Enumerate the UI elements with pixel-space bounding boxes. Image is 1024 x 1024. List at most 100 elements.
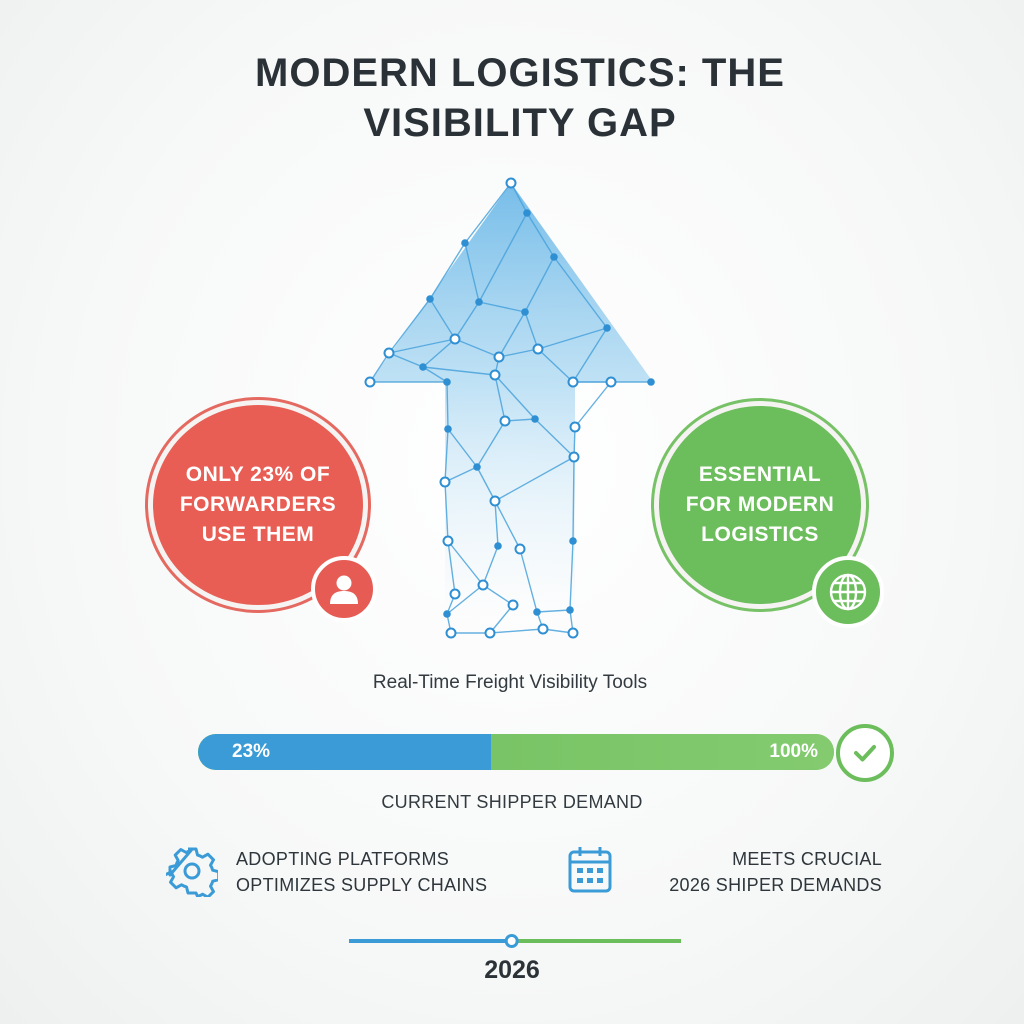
network-link [388, 338, 456, 354]
target-percent-label: 100% [769, 741, 818, 762]
network-link [447, 540, 456, 595]
current-percent-label: 23% [232, 741, 271, 762]
network-node [532, 343, 544, 355]
network-link [422, 366, 448, 383]
network-node [605, 376, 617, 388]
network-node [514, 543, 526, 555]
network-node [647, 378, 655, 386]
network-node [569, 421, 581, 433]
network-node [444, 425, 452, 433]
network-node [499, 415, 511, 427]
network-link [369, 352, 390, 383]
network-node [477, 579, 489, 591]
network-link [388, 298, 431, 354]
network-node [445, 627, 457, 639]
network-link [534, 418, 575, 458]
network-link [478, 212, 528, 303]
network-link [446, 584, 484, 615]
essential-text: ESSENTIAL FOR MODERN LOGISTICS [685, 463, 835, 546]
network-link [482, 545, 499, 586]
adoption-text: ONLY 23% OF FORWARDERS USE THEM [179, 463, 337, 546]
network-node [419, 363, 427, 371]
network-link [422, 338, 456, 368]
network-node [537, 623, 549, 635]
network-link [476, 466, 496, 502]
network-link [537, 327, 608, 350]
network-link [536, 609, 571, 613]
network-link [553, 256, 608, 329]
network-link [429, 242, 466, 300]
network-link [454, 338, 500, 358]
checkmark-icon [836, 724, 894, 782]
demand-label: CURRENT SHIPPER DEMAND [381, 792, 643, 812]
network-link [498, 348, 539, 358]
network-link [537, 348, 574, 383]
network-link [476, 420, 506, 468]
network-node [489, 495, 501, 507]
point-optimize-line-2: OPTIMIZES SUPPLY CHAINS [236, 875, 488, 895]
arrow-shape [370, 183, 653, 637]
network-node [494, 542, 502, 550]
network-link [444, 428, 449, 483]
point-demands: MEETS CRUCIAL 2026 SHIPER DEMANDS [620, 846, 882, 898]
network-link [447, 428, 478, 468]
network-link [444, 481, 449, 542]
timeline-marker [504, 934, 519, 948]
network-node [439, 476, 451, 488]
network-node [484, 627, 496, 639]
point-demands-line-2: 2026 SHIPER DEMANDS [669, 875, 882, 895]
network-link [446, 381, 449, 430]
network-node [569, 537, 577, 545]
network-link [429, 298, 456, 340]
network-link [494, 456, 575, 502]
network-node [475, 298, 483, 306]
network-link [494, 500, 521, 550]
network-node [442, 535, 454, 547]
title-line-2: VISIBILITY GAP [363, 101, 677, 145]
network-node [505, 177, 517, 189]
network-node [426, 295, 434, 303]
network-link [478, 301, 526, 313]
network-node [567, 376, 579, 388]
network-link [444, 466, 478, 483]
network-link [489, 604, 514, 634]
network-link [574, 381, 612, 428]
network-node [507, 599, 519, 611]
network-link [569, 540, 574, 611]
network-link [524, 256, 555, 313]
network-link [494, 374, 536, 420]
network-link [388, 352, 424, 368]
network-link [454, 301, 480, 340]
network-node [449, 588, 461, 600]
network-link [422, 366, 496, 376]
network-link [519, 548, 538, 613]
network-link [447, 540, 484, 586]
network-node [603, 324, 611, 332]
network-link [482, 584, 514, 606]
network-node [473, 463, 481, 471]
title-line-1: MODERN LOGISTICS: THE [255, 51, 785, 95]
network-link [494, 500, 499, 547]
network-link [494, 374, 506, 422]
network-node [567, 627, 579, 639]
point-demands-line-1: MEETS CRUCIAL [732, 849, 882, 869]
network-node [443, 610, 451, 618]
network-arrow-illustration [364, 177, 655, 639]
network-link [489, 628, 544, 634]
network-link [510, 182, 528, 214]
network-node [533, 608, 541, 616]
network-node [531, 415, 539, 423]
network-node [461, 239, 469, 247]
globe-icon [812, 556, 884, 628]
network-node [449, 333, 461, 345]
tools-label: Real-Time Freight Visibility Tools [372, 672, 648, 693]
gear-icon [164, 845, 221, 902]
network-node [443, 378, 451, 386]
timeline [349, 934, 681, 948]
user-icon [311, 556, 377, 622]
network-node [566, 606, 574, 614]
point-optimize: ADOPTING PLATFORMS OPTIMIZES SUPPLY CHAI… [236, 846, 536, 898]
current-segment [198, 734, 491, 770]
network-link [464, 242, 480, 303]
network-node [550, 253, 558, 261]
